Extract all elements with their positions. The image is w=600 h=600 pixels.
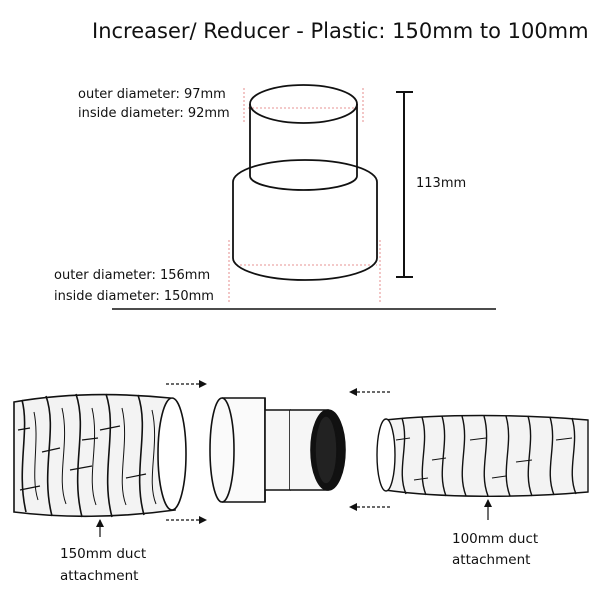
- duct-150mm-label-line2: attachment: [60, 568, 138, 584]
- duct-100mm-label-line1: 100mm duct: [452, 531, 538, 547]
- duct-150mm: [13, 393, 187, 518]
- reducer-side-view: [209, 397, 346, 503]
- duct-150mm-label-line1: 150mm duct: [60, 546, 146, 562]
- duct-pointers: [96, 499, 492, 537]
- duct-100mm: [376, 414, 589, 497]
- assembly-arrows: [166, 380, 390, 524]
- measurement-guides: [228, 88, 381, 302]
- duct-100mm-label-line2: attachment: [452, 552, 530, 568]
- height-label: 113mm: [416, 176, 466, 191]
- top-outer-diameter-label: outer diameter: 97mm: [78, 87, 226, 102]
- bottom-outer-diameter-label: outer diameter: 156mm: [54, 268, 210, 283]
- height-dimension: [396, 91, 413, 278]
- bottom-inside-diameter-label: inside diameter: 150mm: [54, 289, 214, 304]
- reducer-top-view: [232, 84, 378, 281]
- diagram-title: Increaser/ Reducer - Plastic: 150mm to 1…: [92, 19, 589, 43]
- top-inside-diameter-label: inside diameter: 92mm: [78, 106, 230, 121]
